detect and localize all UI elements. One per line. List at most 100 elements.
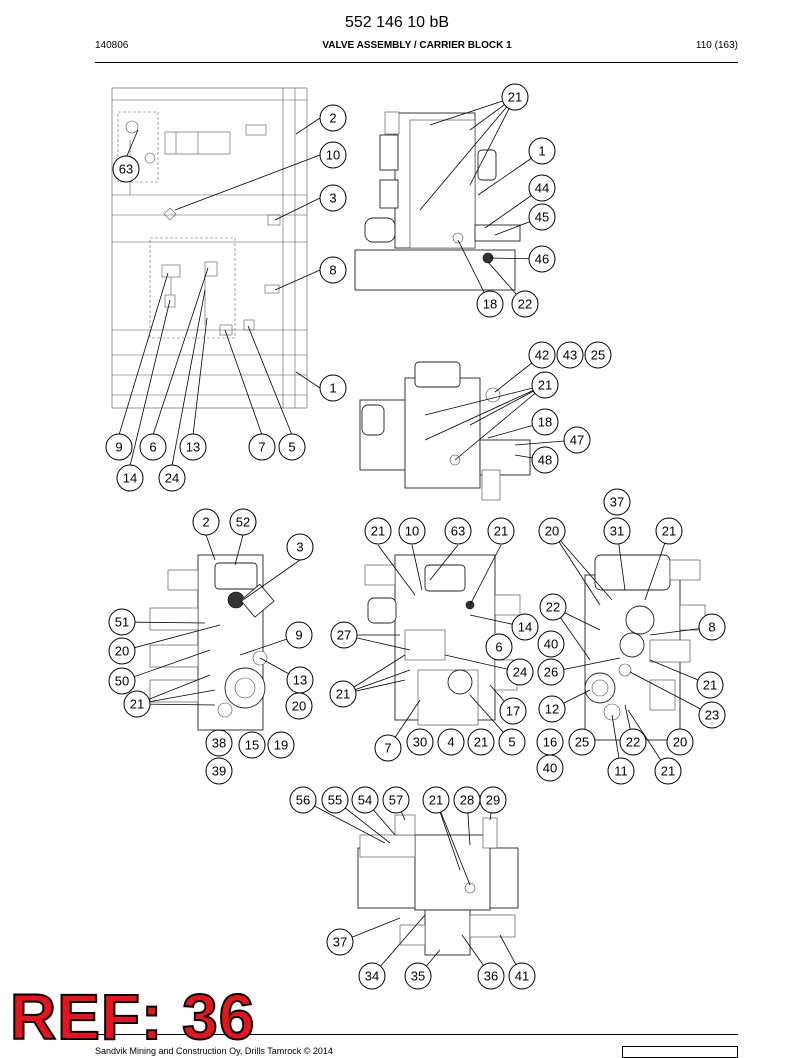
svg-text:21: 21 [336, 687, 350, 702]
svg-text:47: 47 [570, 433, 584, 448]
view-middle-right [359, 361, 531, 501]
svg-text:21: 21 [130, 697, 144, 712]
svg-text:29: 29 [486, 793, 500, 808]
callout-3: 3 [319, 184, 347, 212]
svg-text:40: 40 [544, 637, 558, 652]
callout-6: 6 [485, 633, 513, 661]
callout-2: 2 [319, 104, 347, 132]
callout-47: 47 [563, 426, 591, 454]
callout-21: 21 [487, 517, 515, 545]
svg-text:21: 21 [661, 764, 675, 779]
svg-text:15: 15 [245, 738, 259, 753]
callout-54: 54 [351, 786, 379, 814]
svg-text:18: 18 [538, 415, 552, 430]
callout-40: 40 [536, 754, 564, 782]
svg-text:2: 2 [329, 111, 336, 126]
svg-text:38: 38 [212, 736, 226, 751]
svg-text:20: 20 [673, 735, 687, 750]
callout-37: 37 [326, 928, 354, 956]
svg-text:28: 28 [460, 793, 474, 808]
callout-2: 2 [192, 508, 220, 536]
callout-13: 13 [286, 666, 314, 694]
svg-text:9: 9 [115, 440, 122, 455]
callout-46: 46 [528, 245, 556, 273]
svg-text:3: 3 [296, 540, 303, 555]
svg-text:9: 9 [295, 628, 302, 643]
callout-26: 26 [537, 658, 565, 686]
callout-bubbles: 2 10 3 8 1 63 9 6 13 7 5 14 24 21 1 44 4… [105, 83, 726, 990]
svg-text:56: 56 [296, 793, 310, 808]
svg-text:3: 3 [329, 191, 336, 206]
svg-text:21: 21 [508, 90, 522, 105]
callout-19: 19 [267, 731, 295, 759]
callout-7: 7 [374, 734, 402, 762]
svg-text:4: 4 [447, 735, 454, 750]
callout-18: 18 [476, 290, 504, 318]
svg-text:19: 19 [274, 738, 288, 753]
callout-15: 15 [238, 731, 266, 759]
callout-24: 24 [158, 464, 186, 492]
svg-text:22: 22 [546, 600, 560, 615]
svg-text:6: 6 [495, 640, 502, 655]
callout-55: 55 [321, 786, 349, 814]
callout-18: 18 [531, 408, 559, 436]
svg-text:12: 12 [545, 702, 559, 717]
callout-21: 21 [654, 757, 682, 785]
callout-24: 24 [506, 658, 534, 686]
svg-text:14: 14 [123, 471, 137, 486]
callout-38: 38 [205, 729, 233, 757]
svg-text:18: 18 [483, 297, 497, 312]
svg-text:36: 36 [484, 969, 498, 984]
callout-36: 36 [477, 962, 505, 990]
svg-text:63: 63 [451, 524, 465, 539]
callout-8: 8 [698, 613, 726, 641]
callout-3: 3 [286, 533, 314, 561]
callout-20: 20 [538, 517, 566, 545]
callout-56: 56 [289, 786, 317, 814]
callout-20: 20 [285, 692, 313, 720]
svg-text:21: 21 [703, 678, 717, 693]
svg-text:37: 37 [333, 935, 347, 950]
view-bottom [357, 814, 519, 956]
svg-text:51: 51 [115, 615, 129, 630]
svg-text:20: 20 [292, 699, 306, 714]
svg-text:13: 13 [293, 673, 307, 688]
svg-text:41: 41 [515, 969, 529, 984]
callout-5: 5 [278, 433, 306, 461]
svg-text:39: 39 [212, 764, 226, 779]
reference-stamp: REF: 36 [9, 981, 256, 1053]
svg-text:30: 30 [413, 735, 427, 750]
svg-text:20: 20 [545, 524, 559, 539]
callout-7: 7 [248, 433, 276, 461]
svg-text:25: 25 [591, 348, 605, 363]
svg-text:21: 21 [538, 378, 552, 393]
page-number: 110 (163) [695, 40, 738, 51]
callout-63: 63 [444, 517, 472, 545]
svg-text:43: 43 [563, 348, 577, 363]
svg-text:21: 21 [662, 524, 676, 539]
svg-text:25: 25 [575, 735, 589, 750]
callout-25: 25 [584, 341, 612, 369]
callout-42: 42 [528, 341, 556, 369]
callout-31: 31 [603, 517, 631, 545]
callout-44: 44 [528, 174, 556, 202]
footer-divider [95, 1034, 738, 1035]
svg-text:42: 42 [535, 348, 549, 363]
callout-30: 30 [406, 728, 434, 756]
callout-5: 5 [498, 728, 526, 756]
callout-10: 10 [398, 517, 426, 545]
callout-22: 22 [511, 290, 539, 318]
callout-48: 48 [531, 446, 559, 474]
callout-14: 14 [116, 464, 144, 492]
callout-34: 34 [358, 962, 386, 990]
svg-text:21: 21 [371, 524, 385, 539]
callout-22: 22 [539, 593, 567, 621]
callout-21: 21 [329, 680, 357, 708]
callout-51: 51 [108, 608, 136, 636]
callout-41: 41 [508, 962, 536, 990]
callout-1: 1 [319, 374, 347, 402]
svg-text:5: 5 [288, 440, 295, 455]
callout-37: 37 [603, 488, 631, 516]
svg-text:13: 13 [186, 440, 200, 455]
